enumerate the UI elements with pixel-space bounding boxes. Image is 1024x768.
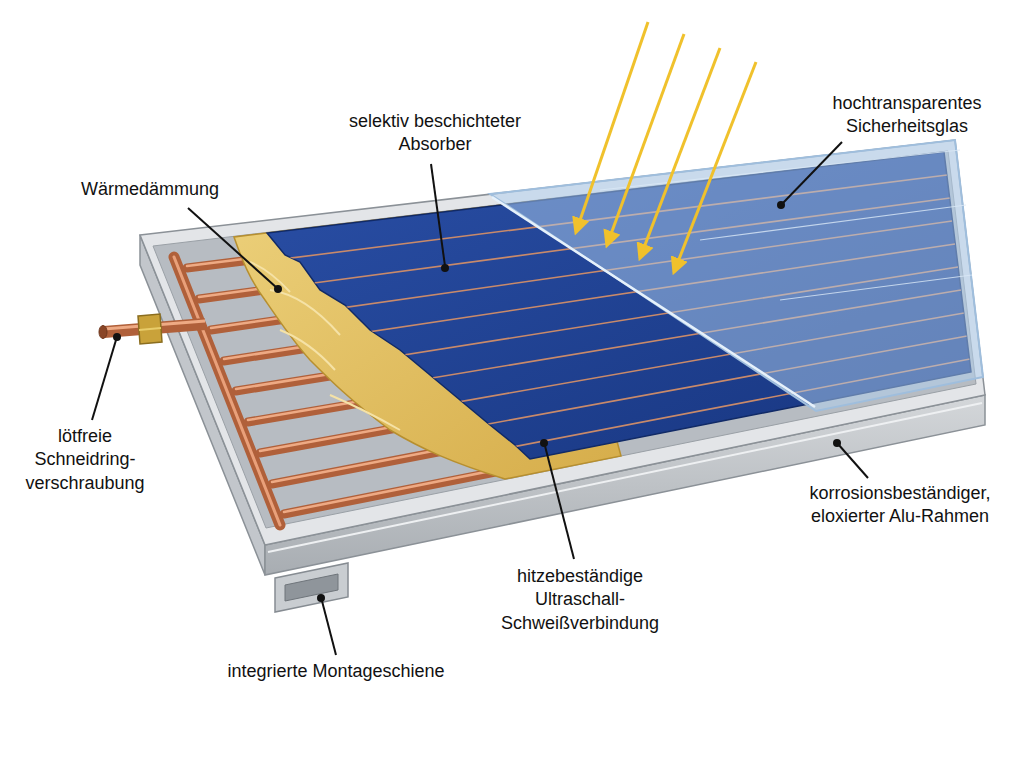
leader-line (92, 340, 116, 420)
leader-line (838, 444, 868, 478)
part-label: Wärmedämmung (81, 178, 219, 201)
leader-line (322, 601, 336, 655)
leader-lines (92, 142, 868, 655)
leader-dot (113, 333, 121, 341)
leader-dot (441, 264, 449, 272)
sun-ray (640, 48, 720, 258)
glass-reflection (700, 205, 966, 240)
part-label: integrierte Montageschiene (227, 660, 444, 683)
leader-line (431, 164, 445, 266)
leader-line (188, 208, 277, 288)
nut-highlight (139, 328, 161, 330)
part-label: korrosionsbeständiger, eloxierter Alu-Ra… (793, 482, 1008, 529)
leader-line (782, 142, 842, 204)
leader-dot (274, 285, 282, 293)
mounting-rail (275, 563, 348, 612)
leader-dots (113, 201, 841, 602)
sun-rays (576, 22, 756, 272)
leader-dot (777, 201, 785, 209)
part-label: hitzebeständige Ultraschall- Schweißverb… (490, 565, 670, 635)
glass-reflection (780, 275, 972, 300)
leader-dot (317, 594, 325, 602)
leader-dot (833, 439, 841, 447)
part-label: selektiv beschichteter Absorber (335, 110, 535, 157)
mounting-rail-channel (285, 574, 338, 601)
part-label: lötfreie Schneidring- verschraubung (18, 425, 153, 495)
glass-reflection (600, 150, 960, 190)
leader-line (545, 446, 574, 559)
sun-ray (576, 22, 648, 232)
sun-ray (674, 62, 756, 272)
glass-edge-highlight (492, 197, 815, 407)
sun-ray (607, 34, 684, 245)
pipe-end (99, 326, 107, 339)
glass-cover (490, 140, 983, 411)
compression-nut (138, 314, 162, 344)
part-label: hochtransparentes Sicherheitsglas (820, 92, 995, 139)
leader-dot (540, 439, 548, 447)
